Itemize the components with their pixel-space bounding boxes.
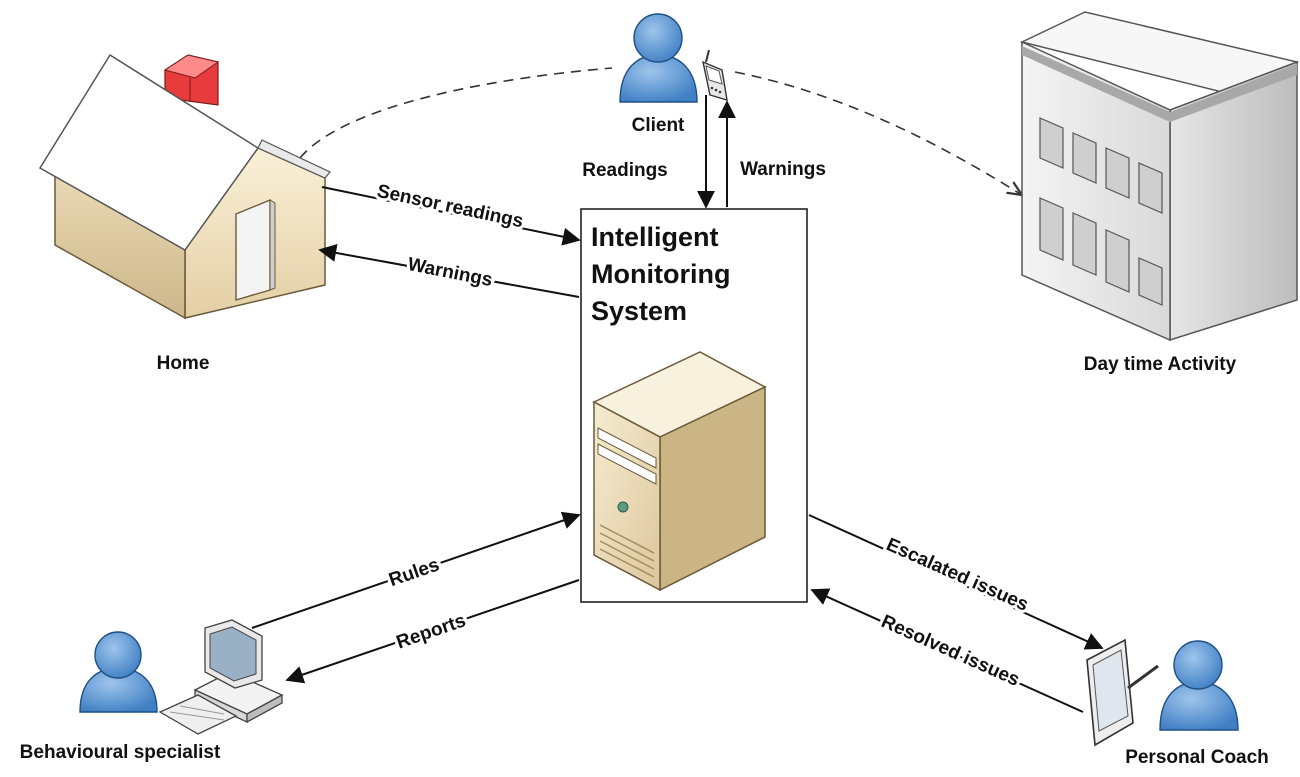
system-title-line-3: System [591, 296, 687, 326]
dashed-route-line [299, 67, 613, 159]
server-icon [592, 351, 767, 592]
warnings-to-home-label: Warnings [406, 254, 494, 291]
resolved-issues-arrow [810, 588, 1084, 713]
personal-coach-label: Personal Coach [1125, 747, 1269, 768]
client-person-icon [619, 13, 698, 103]
building-icon [1019, 11, 1300, 342]
system-title-line-2: Monitoring [591, 259, 730, 289]
escalated-issues-arrow [808, 514, 1104, 650]
warnings-to-client-label: Warnings [740, 159, 826, 180]
daytime-activity-label: Day time Activity [1084, 354, 1237, 375]
coach-person-icon [1159, 640, 1239, 731]
tablet-icon [1086, 638, 1159, 747]
system-title: Intelligent Monitoring System [591, 222, 738, 326]
rules-label: Rules [386, 554, 442, 591]
home-label: Home [157, 353, 210, 374]
escalated-issues-label: Escalated issues [883, 534, 1031, 615]
reports-label: Reports [394, 610, 469, 653]
sensor-readings-arrow [321, 186, 581, 246]
system-title-line-1: Intelligent [591, 222, 719, 252]
resolved-issues-label: Resolved issues [878, 611, 1023, 691]
home-icon [38, 53, 331, 320]
behavioural-specialist-label: Behavioural specialist [20, 742, 221, 763]
mobile-phone-icon [702, 49, 728, 101]
specialist-person-icon [79, 631, 158, 713]
rules-arrow [251, 511, 581, 629]
dashed-route-line-to-daytime [734, 71, 1022, 195]
warnings-to-home-arrow [318, 244, 580, 298]
sensor-readings-label: Sensor readings [375, 181, 525, 232]
reports-arrow [285, 579, 580, 684]
client-label: Client [632, 115, 685, 136]
desktop-computer-icon [158, 619, 284, 735]
readings-label: Readings [582, 160, 668, 181]
